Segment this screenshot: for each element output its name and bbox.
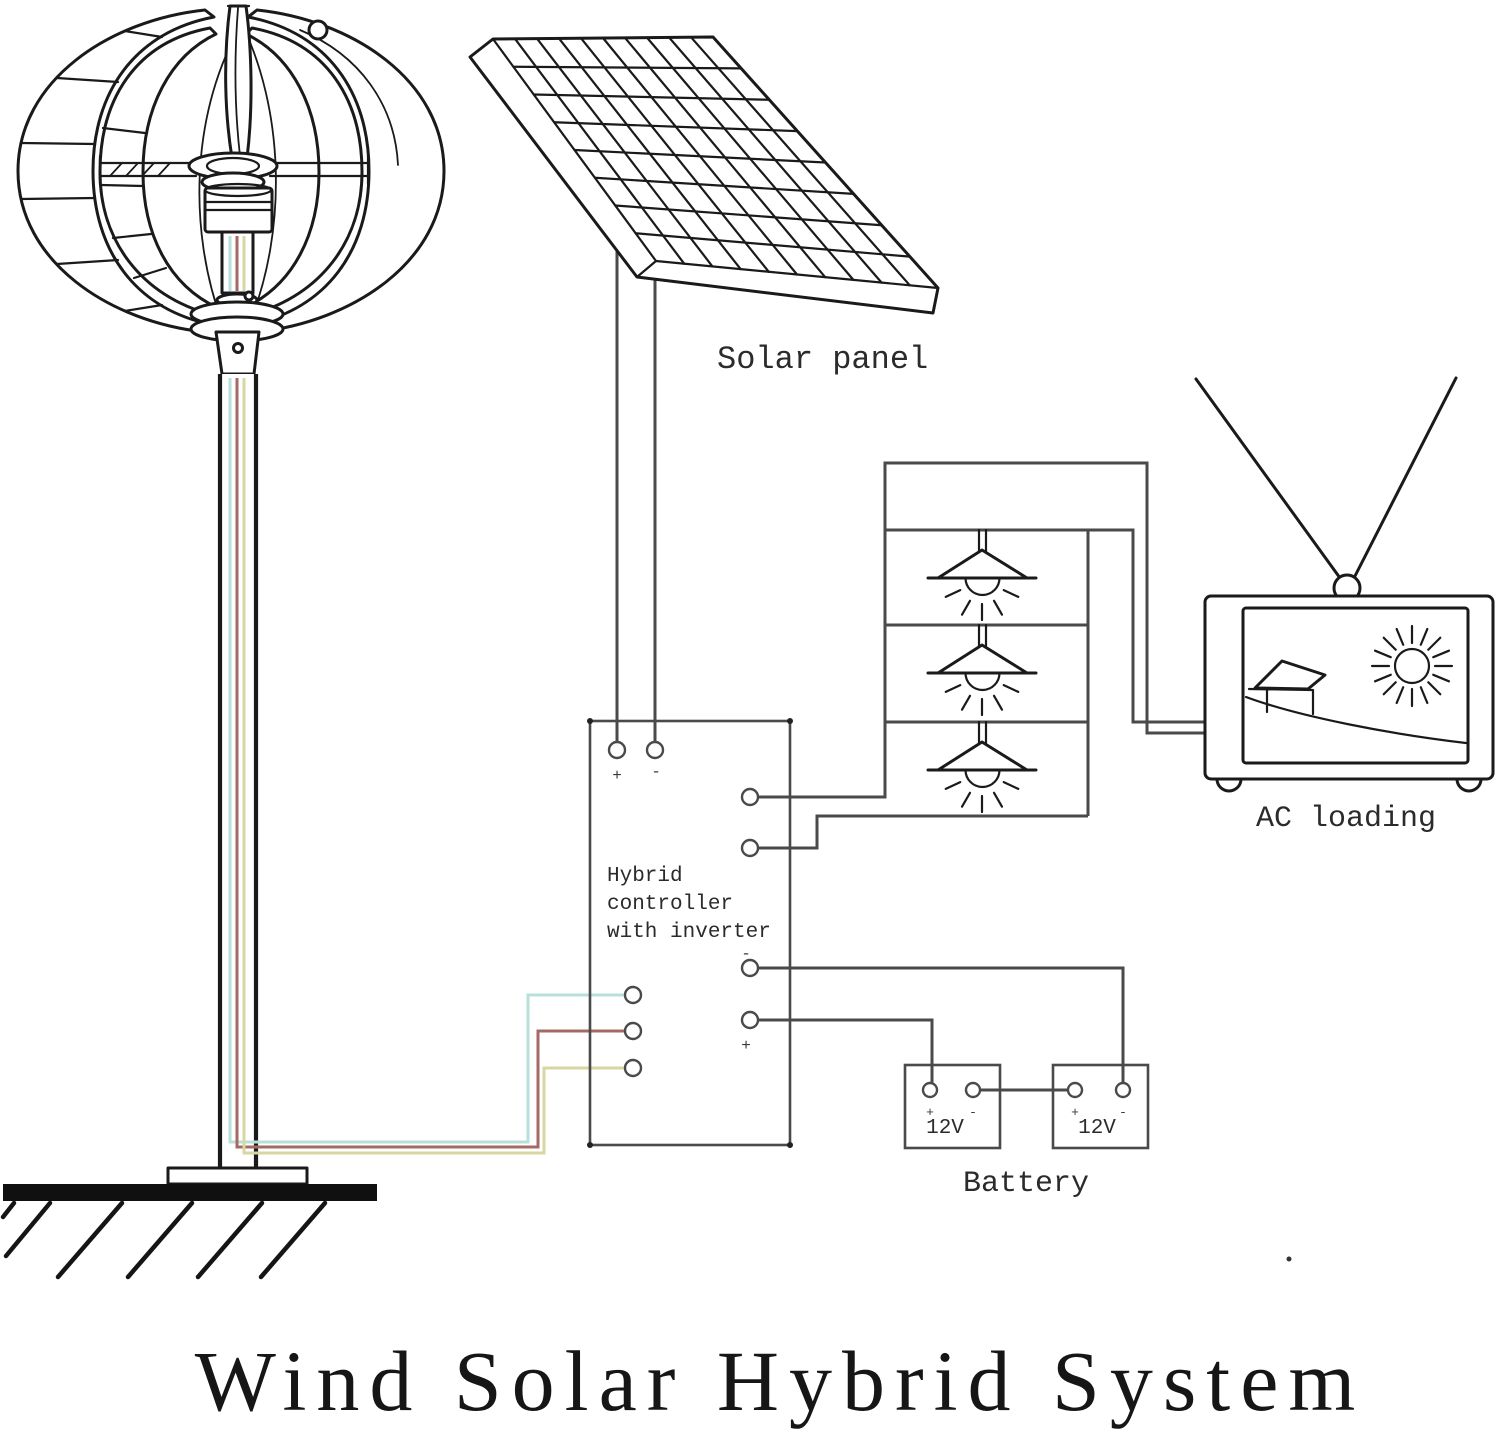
battery-1: + - 12V [903, 1063, 1002, 1150]
antenna-icon [1194, 376, 1458, 603]
battery-2-terminal-minus [1114, 1081, 1132, 1099]
battery-1-plus-sign: + [926, 1105, 934, 1120]
wire-battery-negative [758, 966, 1125, 1083]
battery-1-terminal-minus [964, 1081, 982, 1099]
tv-screen [1241, 606, 1470, 765]
pole-base-plate [166, 1166, 309, 1186]
battery-2: + - 12V [1051, 1063, 1150, 1150]
tv-foot-left [1215, 777, 1243, 793]
lamp-bank [926, 528, 1038, 814]
wire-battery-positive [758, 1018, 934, 1083]
turbine-blade-bolt [307, 19, 329, 41]
wind-wire-cyan [228, 378, 624, 1144]
terminal-ac-out-1 [740, 787, 760, 807]
hybrid-controller: + - - + Hybrid controller with inverter [587, 718, 793, 1148]
battery-2-minus-sign: - [1119, 1105, 1127, 1120]
terminal-solar-minus [645, 740, 665, 760]
lamp-2 [926, 623, 1038, 717]
wind-wire-yellow [242, 378, 624, 1155]
terminal-battery-plus [740, 1010, 760, 1030]
solar-panel-grid [491, 35, 940, 290]
wire-lamp-rail-top [758, 461, 1207, 799]
battery-1-terminal-plus [921, 1081, 939, 1099]
battery-1-minus-sign: - [969, 1105, 977, 1120]
wind-turbine [16, 4, 446, 376]
battery-1-voltage: 12V [926, 1117, 964, 1140]
battery-1-box [903, 1063, 1002, 1150]
controller-label-line1: Hybrid [607, 865, 683, 888]
lamp-1 [926, 528, 1038, 622]
battery-2-voltage: 12V [1078, 1117, 1116, 1140]
diagram-title: Wind Solar Hybrid System [195, 1333, 1366, 1429]
turbine-mount-flange [189, 290, 285, 376]
terminal-solar-plus [607, 740, 627, 760]
terminal-wind-3 [623, 1058, 643, 1078]
tv-foot-right [1455, 777, 1483, 793]
wire-lamp-rail-mid [885, 528, 1207, 724]
terminal-battery-minus [740, 958, 760, 978]
terminal-wind-1 [623, 985, 643, 1005]
battery-label: Battery [963, 1167, 1089, 1201]
controller-terminals [607, 740, 760, 1078]
battery-2-box [1051, 1063, 1150, 1150]
solar-plus-sign: + [612, 767, 622, 785]
sun-icon [1370, 624, 1454, 708]
lamp-3 [926, 720, 1038, 814]
controller-label-line3: with inverter [607, 921, 771, 944]
turbine-generator [203, 182, 274, 234]
wind-wire-red [235, 378, 624, 1149]
battery-2-plus-sign: + [1071, 1105, 1079, 1120]
turbine-output-wires [228, 378, 624, 1155]
ground-hatching [0, 1200, 328, 1280]
house-icon [1247, 659, 1327, 716]
ground-symbol [0, 1166, 377, 1280]
solar-panel [468, 35, 940, 315]
controller-box [588, 719, 792, 1147]
solar-panel-label: Solar panel [717, 341, 928, 378]
wire-lamp-return [758, 814, 1088, 850]
battery-minus-sign: - [741, 945, 751, 963]
controller-label-line2: controller [607, 893, 733, 916]
tv-ac-loading [1194, 376, 1495, 793]
ac-loading-label: AC loading [1256, 802, 1436, 836]
terminal-ac-out-2 [740, 838, 760, 858]
battery-2-terminal-plus [1066, 1081, 1084, 1099]
ground-bar [3, 1184, 377, 1201]
turbine-hub-arms [98, 154, 370, 186]
battery-plus-sign: + [741, 1037, 751, 1055]
speck-dot [1286, 1256, 1292, 1262]
terminal-wind-2 [623, 1021, 643, 1041]
solar-minus-sign: - [651, 763, 661, 781]
turbine-blade-ribs [19, 29, 164, 313]
hill-line [1244, 695, 1468, 745]
